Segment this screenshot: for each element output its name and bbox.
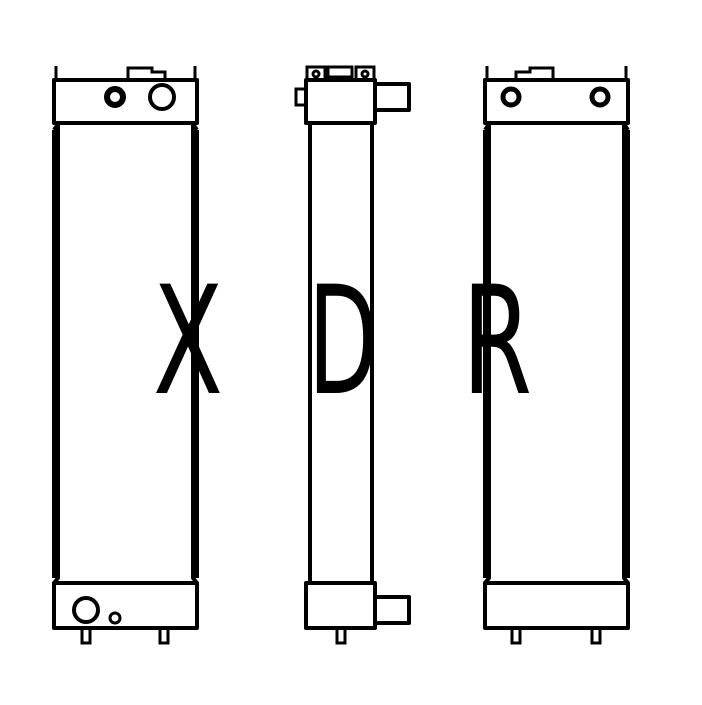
watermark-letter-r: R bbox=[462, 255, 532, 429]
rear-view bbox=[483, 66, 630, 645]
mount-pin bbox=[335, 626, 347, 645]
outlet bbox=[373, 595, 411, 625]
bottom-tank bbox=[52, 581, 199, 630]
watermark-letter-d: D bbox=[308, 255, 378, 429]
port-icon bbox=[104, 86, 126, 108]
drain-port bbox=[72, 596, 100, 624]
outlet bbox=[373, 82, 411, 112]
front-view bbox=[52, 66, 199, 645]
port-icon bbox=[148, 83, 176, 111]
top-tank bbox=[483, 78, 630, 125]
watermark-letter-x: X bbox=[153, 255, 223, 429]
bottom-tank bbox=[483, 581, 630, 630]
filler-cap bbox=[514, 66, 555, 80]
top-tank bbox=[304, 78, 377, 125]
top-tank bbox=[52, 78, 199, 125]
port-icon bbox=[589, 86, 611, 108]
side-view bbox=[294, 65, 411, 645]
bottom-tank bbox=[304, 581, 377, 630]
plug-icon bbox=[108, 611, 122, 625]
port-icon bbox=[500, 86, 522, 108]
filler-cap bbox=[126, 66, 167, 80]
mount-pin bbox=[590, 626, 602, 645]
watermark: X D R bbox=[153, 255, 532, 429]
mount-pin bbox=[158, 626, 170, 645]
core-left bbox=[52, 122, 60, 585]
mount-pin bbox=[510, 626, 522, 645]
mount-pin bbox=[80, 626, 92, 645]
core-right bbox=[191, 122, 199, 585]
